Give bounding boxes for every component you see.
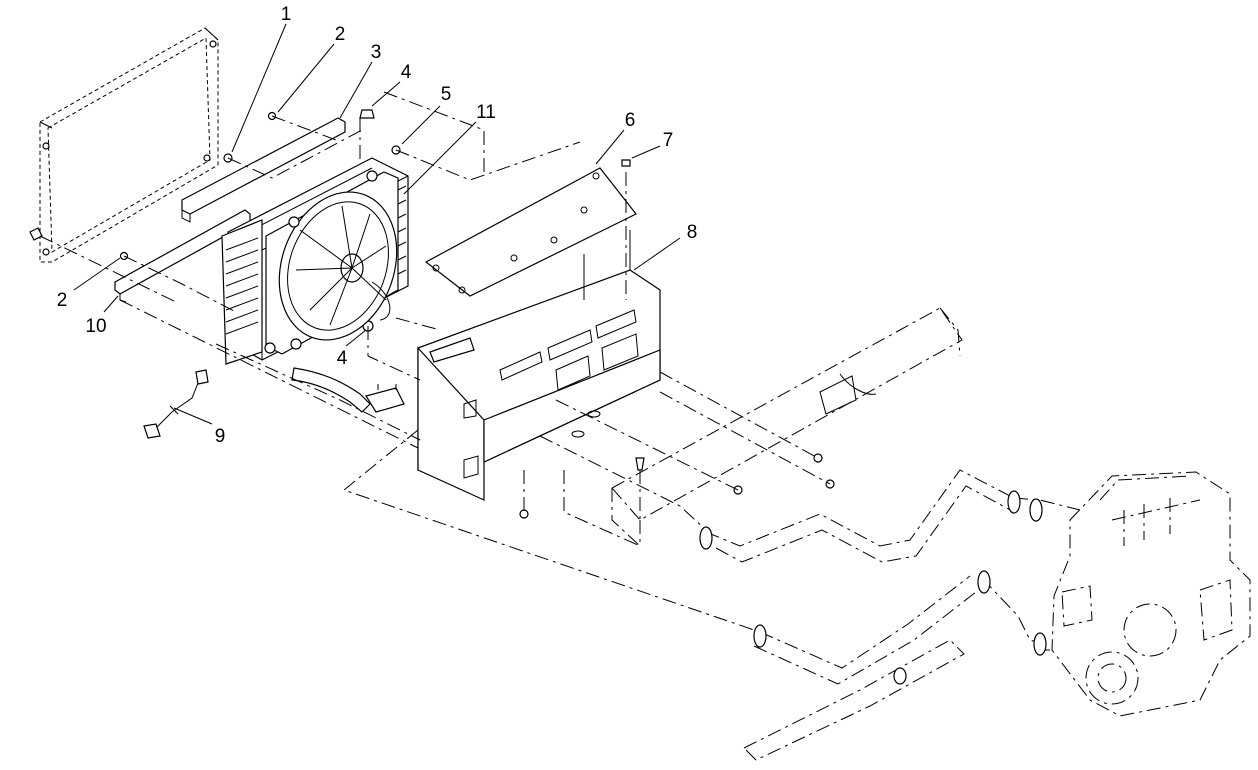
frame-rail <box>611 307 963 547</box>
callout-5: 5 <box>441 84 452 105</box>
callout-10: 10 <box>85 316 106 337</box>
callout-3: 3 <box>371 42 382 63</box>
sensor-harness <box>143 369 209 439</box>
callout-9: 9 <box>215 426 226 447</box>
screen-frame <box>29 27 219 263</box>
callout-11: 11 <box>476 102 496 123</box>
callouts: 1 2 3 4 5 11 6 7 8 2 10 4 9 <box>57 4 698 447</box>
upper-hose <box>291 367 405 413</box>
upper-bracket <box>181 117 346 223</box>
assembly-center-lines <box>39 91 1081 651</box>
callout-2-bottom: 2 <box>57 290 68 311</box>
callout-8: 8 <box>687 222 698 243</box>
callout-4-top: 4 <box>401 62 412 83</box>
callout-7: 7 <box>663 130 674 151</box>
hardware <box>223 109 835 519</box>
leader-lines <box>73 23 681 425</box>
hose-clamps <box>699 490 1047 685</box>
radiator-fan-assembly <box>221 157 409 365</box>
callout-2-top: 2 <box>335 24 346 45</box>
mounting-bracket <box>417 230 661 501</box>
engine <box>1051 471 1251 717</box>
cover-plate <box>424 167 637 297</box>
callout-6: 6 <box>625 110 636 131</box>
callout-1: 1 <box>281 4 292 25</box>
lower-hoses <box>705 469 1015 761</box>
callout-4-bottom: 4 <box>337 348 348 369</box>
